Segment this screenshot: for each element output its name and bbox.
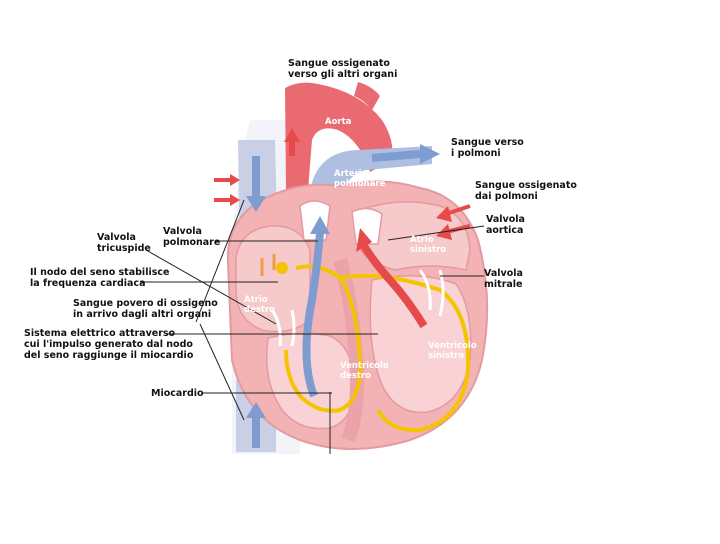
flow-arrowhead-left-2 — [230, 194, 240, 206]
flow-arrowhead-aorta-1 — [284, 128, 300, 142]
label-ventricolo-sinistro: Ventricolo sinistro — [428, 341, 480, 361]
flow-arrow-lv — [360, 243, 428, 329]
leader-valvola-tricuspide — [145, 249, 277, 325]
label-sangue-verso-polmoni: Sangue verso i polmoni — [451, 137, 524, 159]
flow-arrowhead-rv — [310, 216, 330, 234]
flow-arrow-pv-1 — [445, 204, 471, 216]
conduction-path-left — [339, 273, 471, 433]
label-sangue-povero: Sangue povero di ossigeno in arrivo dagl… — [73, 298, 218, 320]
leader-lines — [140, 199, 485, 454]
leader-sangue-povero-2 — [199, 323, 245, 421]
tricuspid-valve — [270, 309, 296, 347]
flow-arrowhead-pv-1 — [436, 206, 452, 222]
flow-arrowhead-svc — [246, 196, 266, 212]
label-valvola-tricuspide: Valvola tricuspide — [97, 232, 151, 254]
flow-arrow-rv — [302, 231, 324, 398]
flow-arrowhead-lv — [356, 228, 372, 252]
label-nodo-seno: Il nodo del seno stabilisce la frequenza… — [30, 267, 170, 289]
label-ventricolo-destro: Ventricolo destro — [340, 361, 392, 381]
flow-arrowhead-pa — [420, 144, 440, 164]
conduction-path-right — [284, 264, 363, 413]
leader-sangue-povero — [195, 199, 245, 323]
label-arteria-polmonare: Arteria polmonare — [334, 169, 386, 189]
right-atrium — [235, 225, 311, 333]
label-valvola-mitrale: Valvola mitrale — [484, 268, 523, 290]
label-valvola-aortica: Valvola aortica — [486, 214, 525, 236]
flow-arrow-pa — [371, 150, 421, 162]
label-miocardio: Miocardio — [151, 388, 204, 399]
left-ventricle — [369, 275, 472, 414]
label-aorta: Aorta — [325, 117, 352, 127]
mitral-valve — [418, 269, 445, 317]
flow-arrowhead-left-1 — [230, 174, 240, 186]
label-sangue-ossigenato-altri-organi: Sangue ossigenato verso gli altri organi — [288, 58, 398, 80]
sinus-node — [276, 262, 288, 274]
label-atrio-destro: Atrio destro — [244, 295, 275, 315]
aorta-branch — [354, 82, 380, 110]
label-valvola-polmonare: Valvola polmonare — [163, 226, 221, 248]
pulmonary-valve — [299, 200, 331, 241]
label-atrio-sinistro: Atrio sinistro — [410, 235, 446, 255]
label-sistema-elettrico: Sistema elettrico attraverso cui l'impul… — [24, 328, 194, 361]
leader-valvola-aortica — [387, 225, 485, 241]
label-sangue-ossigenato-polmoni: Sangue ossigenato dai polmoni — [475, 180, 577, 202]
aorta-vessel — [285, 82, 393, 190]
flow-arrow-ra — [260, 254, 276, 276]
flow-arrowhead-ivc — [246, 402, 266, 418]
